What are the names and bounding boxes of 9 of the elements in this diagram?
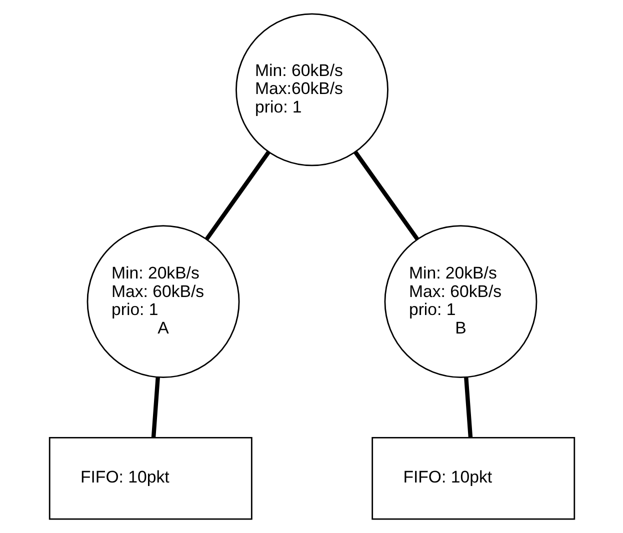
- connector: [353, 150, 418, 240]
- connector: [464, 377, 472, 438]
- node-box: FIFO: 10pkt: [48, 436, 252, 520]
- connector: [204, 150, 270, 240]
- node-circle: Min: 20kB/s Max: 60kB/s prio: 1 B: [384, 225, 537, 378]
- node-box: FIFO: 10pkt: [371, 436, 575, 520]
- node-circle: Min: 60kB/s Max:60kB/s prio: 1: [235, 13, 388, 166]
- node-circle: Min: 20kB/s Max: 60kB/s prio: 1 A: [86, 225, 240, 378]
- connector: [150, 377, 160, 438]
